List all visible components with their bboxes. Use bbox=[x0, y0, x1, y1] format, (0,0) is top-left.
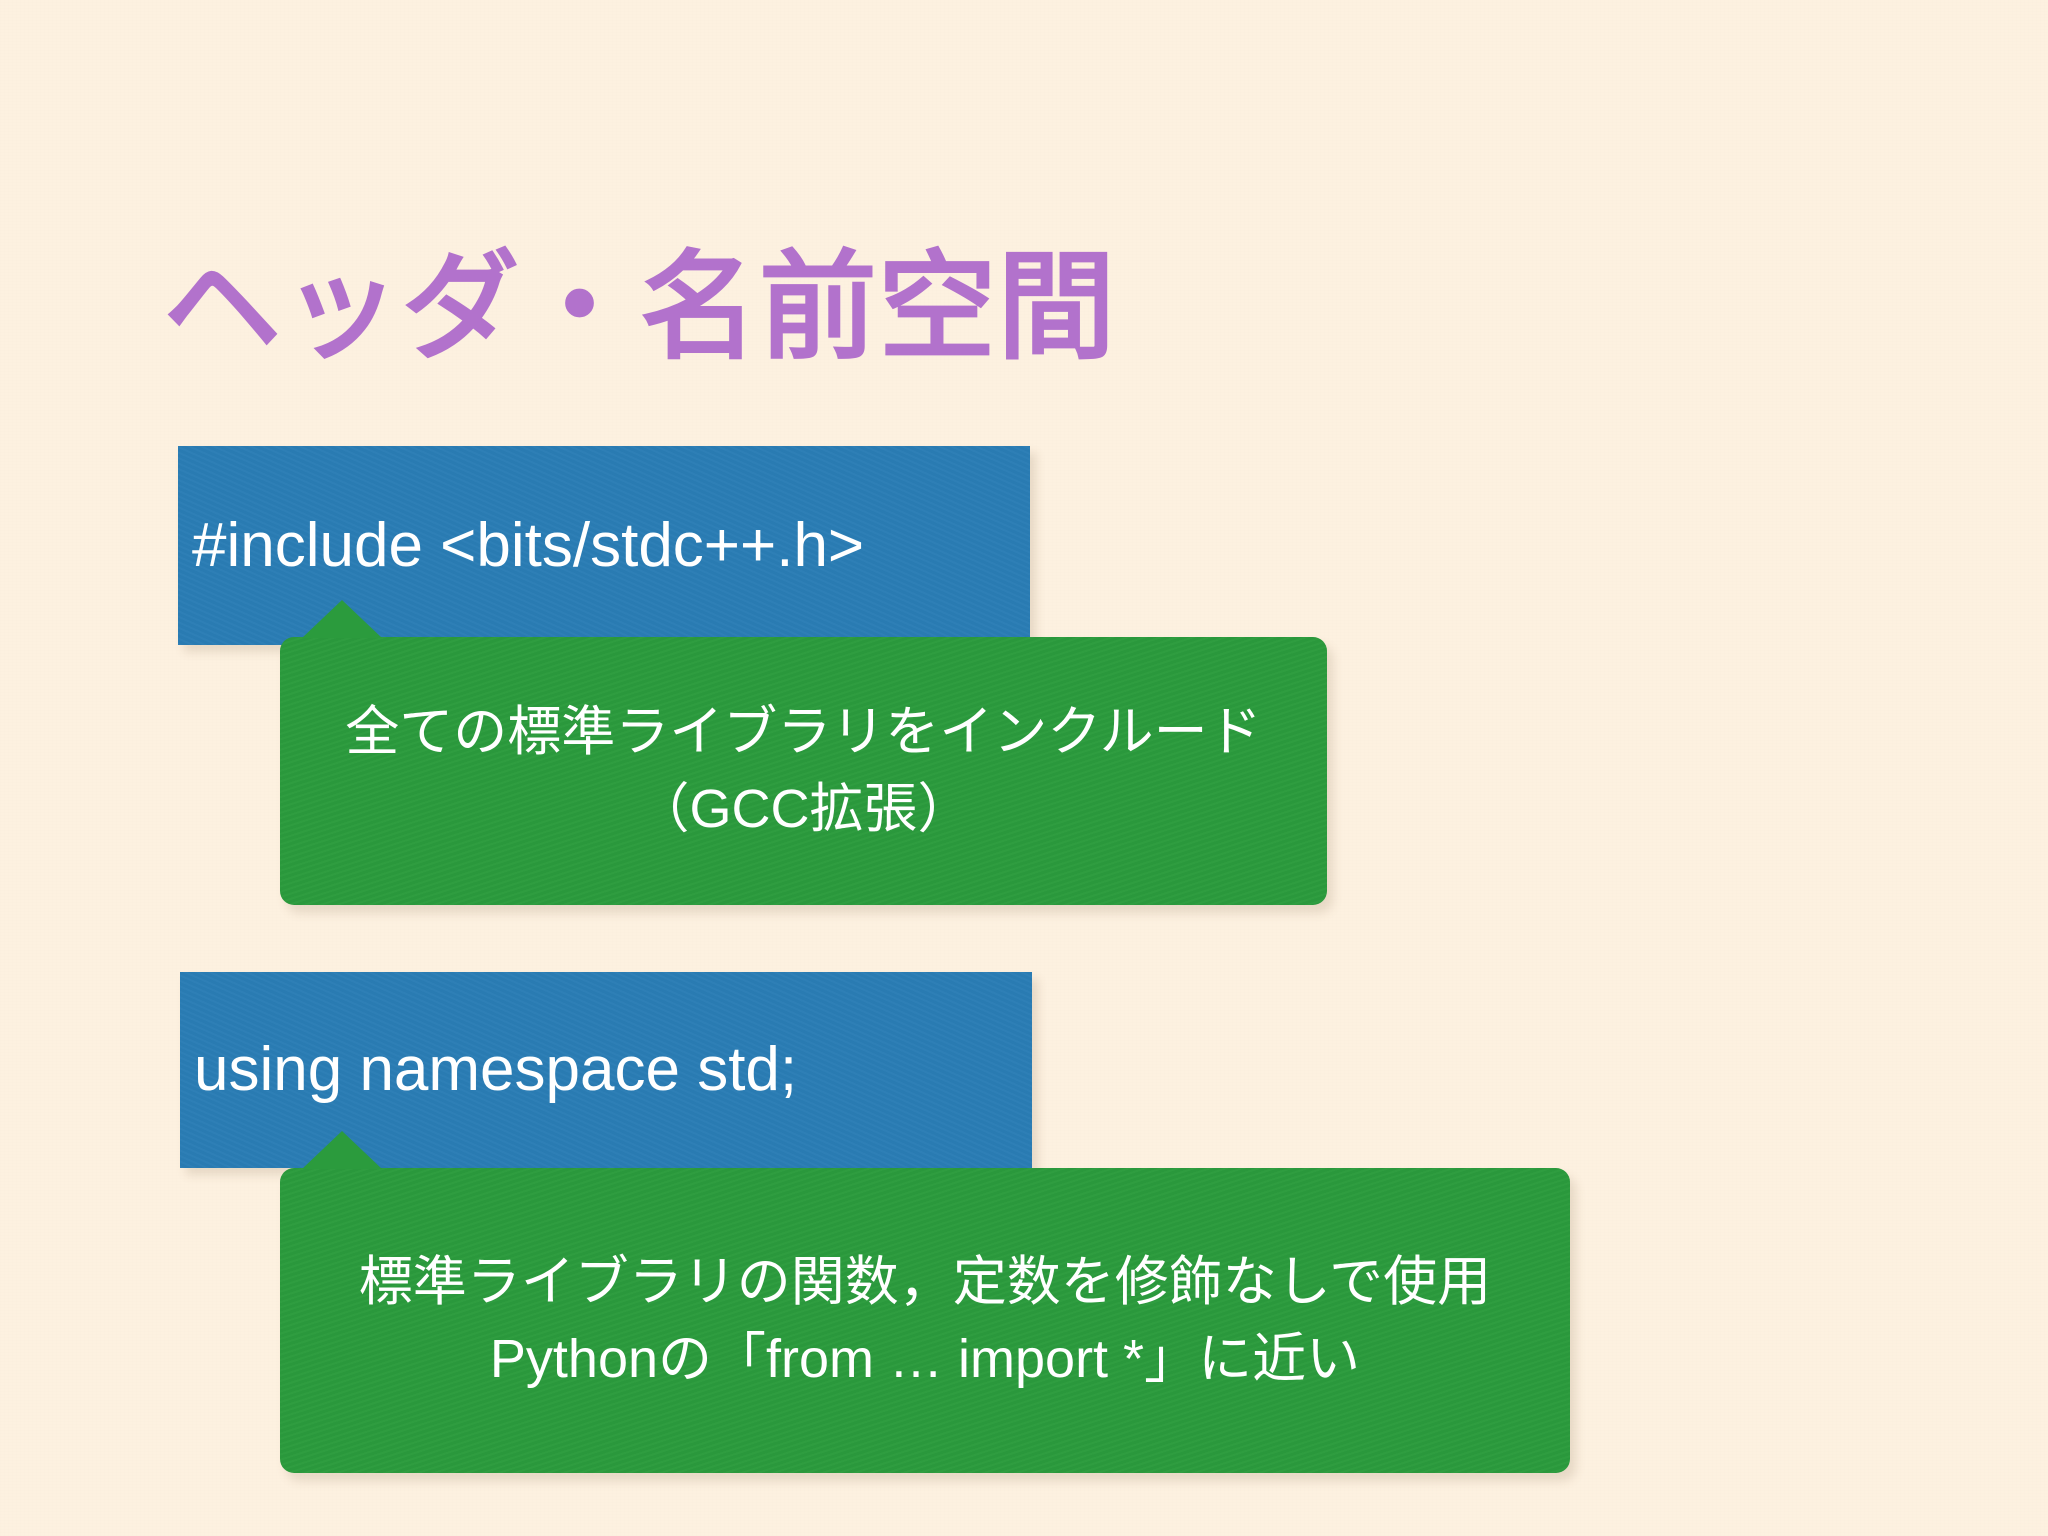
note-line: （GCC拡張） bbox=[635, 779, 972, 839]
note-line: 標準ライブラリの関数，定数を修飾なしで使用 bbox=[358, 1251, 1492, 1312]
code-snippet-text: #include <bits/stdc++.h> bbox=[192, 510, 865, 580]
note-text-group: 全ての標準ライブラリをインクルード （GCC拡張） bbox=[319, 694, 1287, 847]
callout-pointer-icon bbox=[302, 1131, 382, 1169]
code-snippet-include: #include <bits/stdc++.h> bbox=[178, 446, 1030, 645]
code-snippet-text: using namespace std; bbox=[194, 1035, 798, 1104]
note-callout-using-namespace: 標準ライブラリの関数，定数を修飾なしで使用 Pythonの「from … imp… bbox=[280, 1131, 1570, 1473]
note-text-group: 標準ライブラリの関数，定数を修飾なしで使用 Pythonの「from … imp… bbox=[333, 1244, 1517, 1397]
callout-pointer-icon bbox=[302, 600, 382, 638]
note-line: Pythonの「from … import *」に近い bbox=[489, 1328, 1361, 1389]
note-line: 全ての標準ライブラリをインクルード bbox=[345, 702, 1262, 763]
page-title: ヘッダ・名前空間 bbox=[163, 242, 1117, 375]
note-callout-include: 全ての標準ライブラリをインクルード （GCC拡張） bbox=[280, 600, 1327, 905]
